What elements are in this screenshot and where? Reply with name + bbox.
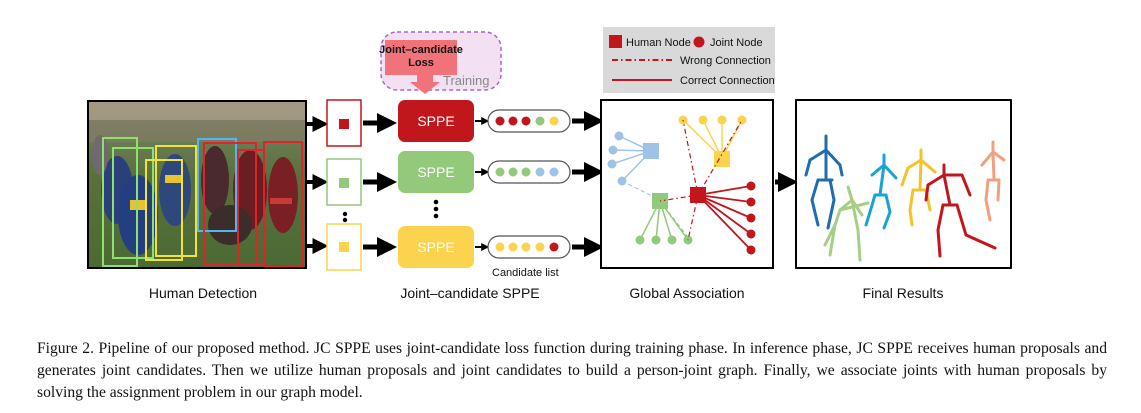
legend: Human Node Joint Node Wrong Connection C… [603,27,775,93]
stage-label-sppe: Joint–candidate SPPE [400,285,539,301]
candidate-list-label: Candidate list [492,267,559,279]
figure-caption: Figure 2. Pipeline of our proposed metho… [37,340,1107,401]
stage-label-association: Global Association [629,285,744,301]
final-results [795,99,1012,269]
candidate-list-red [487,109,571,133]
candidate-list-green [487,160,571,184]
sppe-ellipsis [433,199,439,219]
candidate-list-yellow [487,235,571,259]
sppe-block-yellow: SPPE [398,226,474,268]
stage-label-detection: Human Detection [149,285,257,301]
legend-correct: Correct Connection [680,75,775,87]
training-label: Training [443,73,489,88]
global-association-graph [600,99,774,269]
loss-label-line2: Loss [408,57,434,69]
sppe-label: SPPE [417,113,454,129]
human-proposals [326,99,362,271]
association-arrows [572,111,604,257]
human-node-swatch [609,35,622,48]
legend-human-node: Human Node [626,37,691,49]
sppe-block-red: SPPE [398,100,474,142]
joint-candidate-loss: Joint–candidate Loss Training [379,31,502,94]
joint-node-swatch [693,36,705,48]
legend-wrong: Wrong Connection [680,55,771,67]
sppe-label: SPPE [417,164,454,180]
sppe-block-green: SPPE [398,151,474,193]
stage-label-results: Final Results [863,285,944,301]
sppe-output-arrows [475,117,490,251]
sppe-input-arrows [363,113,397,257]
loss-label-line1: Joint–candidate [379,44,463,56]
sppe-label: SPPE [417,239,454,255]
legend-joint-node: Joint Node [710,37,763,49]
detection-photo [87,100,307,269]
proposal-arrows [307,116,329,254]
